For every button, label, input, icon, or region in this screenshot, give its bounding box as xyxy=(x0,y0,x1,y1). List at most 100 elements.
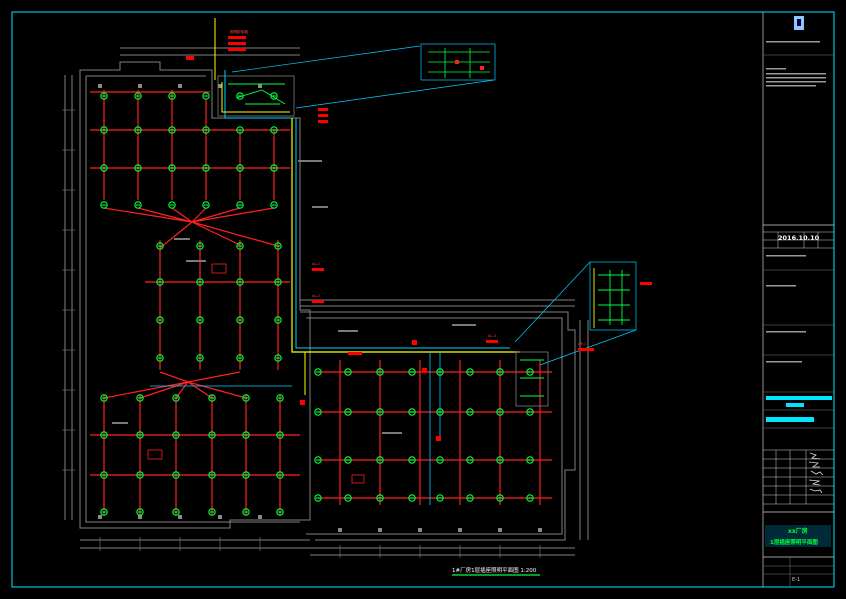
drawing-title: 1#厂房1层插座照明平面图 1:200 xyxy=(452,566,537,574)
light-fixture-icon xyxy=(270,164,278,172)
light-fixture-icon xyxy=(314,456,322,464)
light-fixture-icon xyxy=(208,471,216,479)
light-fixture-icon xyxy=(496,368,504,376)
signature-marks xyxy=(808,452,824,494)
light-fixture-icon xyxy=(100,92,108,100)
light-fixture-icon xyxy=(196,242,204,250)
light-fixture-icon xyxy=(436,368,444,376)
title-block xyxy=(762,12,834,587)
light-fixture-icon xyxy=(242,508,250,516)
light-fixture-icon xyxy=(136,394,144,402)
light-fixture-icon xyxy=(526,494,534,502)
light-fixture-icon xyxy=(236,242,244,250)
light-fixture-icon xyxy=(376,494,384,502)
light-fixture-icon xyxy=(168,92,176,100)
panel-tag-al2: AL-2 xyxy=(312,294,320,298)
light-fixture-icon xyxy=(314,494,322,502)
light-fixture-icon xyxy=(314,408,322,416)
light-fixture-icon xyxy=(236,201,244,209)
light-fixture-icon xyxy=(156,316,164,324)
light-fixture-icon xyxy=(236,126,244,134)
light-fixture-icon xyxy=(100,431,108,439)
light-fixture-icon xyxy=(376,456,384,464)
structural-columns xyxy=(98,84,542,532)
light-fixture-icon xyxy=(134,92,142,100)
light-fixture-icon xyxy=(270,201,278,209)
light-fixture-icon xyxy=(408,408,416,416)
light-fixture-icon xyxy=(236,316,244,324)
light-fixture-icon xyxy=(236,354,244,362)
sheet-number: E-1 xyxy=(792,577,800,583)
light-fixture-icon xyxy=(172,431,180,439)
light-fixture-icon xyxy=(208,394,216,402)
light-fixture-icon xyxy=(376,368,384,376)
light-fixture-icon xyxy=(196,354,204,362)
panel-tag-ap1: AP-1 xyxy=(578,342,586,346)
feeder-trunks xyxy=(150,18,637,505)
light-fixture-icon xyxy=(526,368,534,376)
distribution-boxes xyxy=(186,36,652,441)
light-fixture-icon xyxy=(344,408,352,416)
light-fixture-icon xyxy=(136,431,144,439)
light-fixture-icon xyxy=(196,278,204,286)
light-fixture-icon xyxy=(276,508,284,516)
light-fixture-icon xyxy=(274,354,282,362)
panel-tag-al3: AL-3 xyxy=(488,334,496,338)
panel-tag-al1: AL-1 xyxy=(312,262,320,266)
light-fixture-icon xyxy=(242,394,250,402)
light-fixture-icon xyxy=(436,408,444,416)
light-fixture-icon xyxy=(276,471,284,479)
light-fixture-icon xyxy=(466,494,474,502)
stair-detail-box xyxy=(217,75,295,117)
light-fixture-icon xyxy=(134,164,142,172)
room-labels xyxy=(112,160,476,434)
light-fixture-icon xyxy=(526,408,534,416)
light-fixture-icon xyxy=(168,164,176,172)
light-fixture-icon xyxy=(376,408,384,416)
dimension-ticks xyxy=(62,109,541,558)
light-fixture-icon xyxy=(202,92,210,100)
light-fixture-icon xyxy=(436,494,444,502)
light-fixture-icon xyxy=(270,126,278,134)
light-fixture-icon xyxy=(466,368,474,376)
lighting-circuits xyxy=(90,90,552,515)
light-fixture-icon xyxy=(276,394,284,402)
light-fixture-icon xyxy=(526,456,534,464)
light-fixture-icon xyxy=(466,456,474,464)
light-fixture-icon xyxy=(136,471,144,479)
light-fixture-icon xyxy=(208,431,216,439)
light-fixture-icon xyxy=(408,456,416,464)
light-fixture-icon xyxy=(408,368,416,376)
light-fixture-icon xyxy=(236,92,244,100)
light-fixture-icon xyxy=(496,456,504,464)
light-fixture-icon xyxy=(136,508,144,516)
notes-lines xyxy=(766,41,826,363)
room-tags xyxy=(147,263,365,484)
light-fixture-icon xyxy=(202,126,210,134)
light-fixture-icon xyxy=(196,316,204,324)
light-fixture-icon xyxy=(270,92,278,100)
light-fixture-icon xyxy=(134,126,142,134)
light-fixture-icon xyxy=(134,201,142,209)
light-fixture-icon xyxy=(496,408,504,416)
light-fixture-icon xyxy=(274,278,282,286)
light-fixture-icon xyxy=(436,456,444,464)
light-fixture-icon xyxy=(156,278,164,286)
light-fixture-icon xyxy=(202,201,210,209)
light-fixture-icon xyxy=(208,508,216,516)
panel-tag-lighting: 照明配电箱 xyxy=(230,29,248,34)
light-fixture-icon xyxy=(344,456,352,464)
light-fixture-icon xyxy=(274,316,282,324)
light-fixture-icon xyxy=(314,368,322,376)
light-fixture-icon xyxy=(276,431,284,439)
drawing-frame xyxy=(11,11,835,588)
light-fixture-icon xyxy=(100,201,108,209)
light-fixture-icon xyxy=(172,471,180,479)
light-fixture-icon xyxy=(344,368,352,376)
light-fixture-icon xyxy=(496,494,504,502)
light-fixture-icon xyxy=(172,394,180,402)
light-fixture-icon xyxy=(156,354,164,362)
building-walls xyxy=(64,47,589,556)
light-fixture-icon xyxy=(408,494,416,502)
